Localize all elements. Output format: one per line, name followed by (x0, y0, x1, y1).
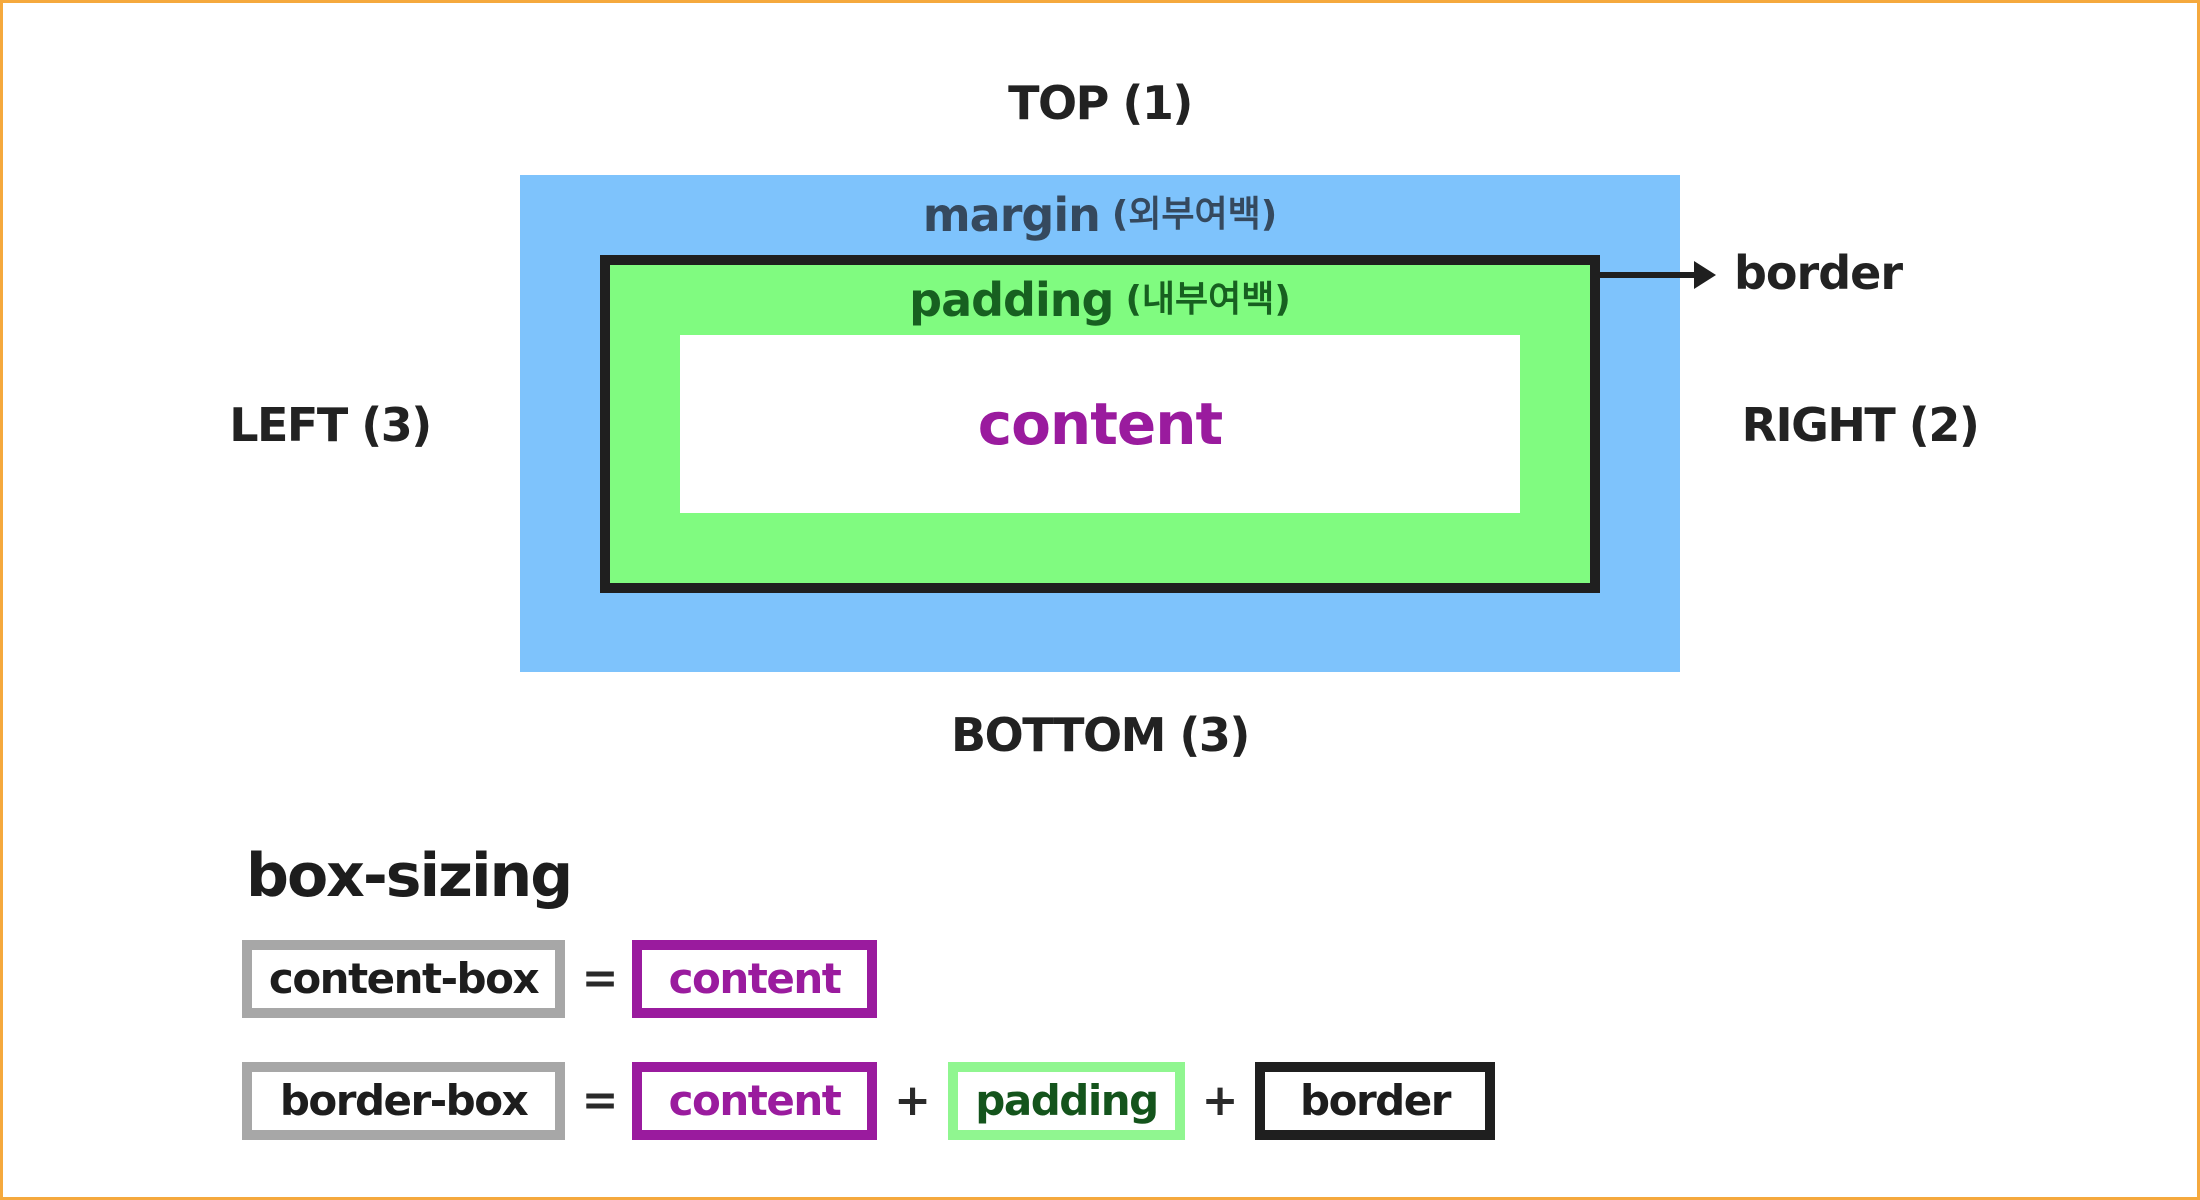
term-content-row1: content (632, 940, 877, 1018)
content-box: content (680, 335, 1520, 513)
term-padding: padding (948, 1062, 1185, 1140)
equals-sign-row2: = (581, 1075, 619, 1126)
margin-caption: margin (외부여백) (520, 175, 1680, 255)
box-sizing-heading: box-sizing (246, 841, 573, 911)
label-right: RIGHT (2) (1741, 398, 1980, 452)
term-border: border (1255, 1062, 1495, 1140)
padding-caption-word: padding (909, 273, 1114, 327)
label-left: LEFT (3) (229, 398, 432, 452)
padding-caption: padding (내부여백) (610, 265, 1590, 335)
margin-caption-paren: (외부여백) (1111, 194, 1278, 235)
term-content-row2: content (632, 1062, 877, 1140)
label-bottom: BOTTOM (3) (951, 708, 1250, 762)
border-callout-label: border (1734, 246, 1903, 300)
border-arrow-head-icon (1694, 261, 1716, 289)
margin-box: margin (외부여백) padding (내부여백) content (520, 175, 1680, 672)
label-top: TOP (1) (1008, 76, 1193, 130)
term-border-box: border-box (242, 1062, 565, 1140)
content-label: content (977, 390, 1224, 458)
equals-sign-row1: = (581, 953, 619, 1004)
border-ring: padding (내부여백) content (600, 255, 1600, 593)
margin-caption-word: margin (922, 188, 1101, 242)
term-content-box: content-box (242, 940, 565, 1018)
plus-sign-2: + (1201, 1075, 1239, 1126)
padding-caption-paren: (내부여백) (1125, 279, 1291, 320)
plus-sign-1: + (894, 1075, 931, 1126)
border-arrow-line (1596, 272, 1698, 278)
